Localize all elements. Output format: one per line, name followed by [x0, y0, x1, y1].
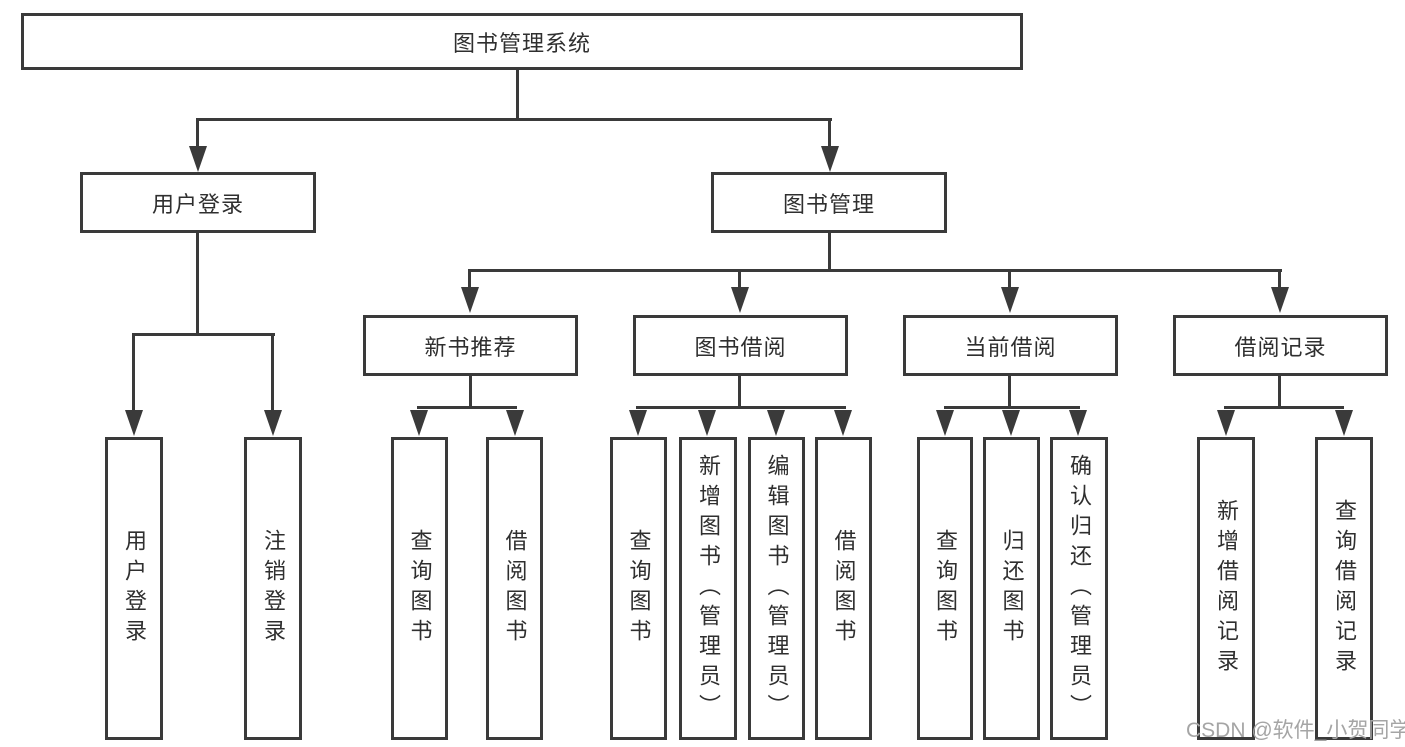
node-user-login-label: 用户登录	[151, 191, 244, 217]
leaf-bb-borrow-books-label: 借阅图书	[831, 528, 857, 649]
node-book-mgmt: 图书管理	[711, 172, 947, 233]
leaf-bb-query-books-label: 查询图书	[626, 528, 652, 649]
leaf-cb-query-books: 查询图书	[917, 437, 973, 740]
connector-userlogin-rail	[132, 333, 275, 336]
leaf-br-add-record: 新增借阅记录	[1197, 437, 1255, 740]
arrowhead-leaf-bb-query	[629, 410, 647, 436]
leaf-bb-add-books-admin-label: 新增图书（管理员）	[696, 453, 721, 724]
leaf-cb-query-books-label: 查询图书	[933, 528, 958, 649]
arrowhead-leaf-user-login	[125, 410, 143, 436]
arrowhead-leaf-logout	[264, 410, 282, 436]
connector-drop-current-borrow	[1008, 272, 1011, 289]
node-borrow-record-label: 借阅记录	[1234, 334, 1327, 360]
connector-root-rail	[196, 118, 832, 121]
leaf-user-login: 用户登录	[105, 437, 163, 740]
arrowhead-leaf-bb-edit	[767, 410, 785, 436]
leaf-cb-confirm-return-admin-label: 确认归还（管理员）	[1067, 453, 1092, 724]
watermark-text: CSDN @软件_小贺同学	[1186, 719, 1405, 742]
arrowhead-leaf-nb-borrow	[506, 410, 524, 436]
leaf-br-query-record-label: 查询借阅记录	[1332, 498, 1357, 679]
connector-drop-borrow-record	[1278, 272, 1281, 289]
arrowhead-leaf-bb-borrow	[834, 410, 852, 436]
connector-newbook-stem	[469, 376, 472, 409]
leaf-br-query-record: 查询借阅记录	[1315, 437, 1373, 740]
leaf-nb-query-books: 查询图书	[391, 437, 448, 740]
connector-root-drop-right	[828, 121, 831, 148]
leaf-logout-label: 注销登录	[261, 528, 286, 649]
connector-userlogin-stem	[196, 233, 199, 335]
connector-newbook-rail	[417, 406, 517, 409]
connector-root-stem	[516, 70, 519, 120]
connector-drop-new-book	[468, 272, 471, 289]
arrowhead-current-borrow	[1001, 287, 1019, 313]
connector-bookmgmt-stem	[828, 233, 831, 272]
arrowhead-leaf-br-add	[1217, 410, 1235, 436]
arrowhead-book-mgmt	[821, 146, 839, 172]
connector-userlogin-drop-right	[271, 336, 274, 412]
connector-userlogin-drop-left	[132, 336, 135, 412]
connector-currentborrow-rail	[944, 406, 1080, 409]
connector-bookmgmt-rail	[468, 269, 1282, 272]
node-root-label: 图书管理系统	[452, 30, 591, 56]
leaf-bb-edit-books-admin: 编辑图书（管理员）	[748, 437, 805, 740]
node-current-borrow-label: 当前借阅	[964, 334, 1057, 360]
connector-currentborrow-stem	[1008, 376, 1011, 409]
node-new-book: 新书推荐	[363, 315, 578, 376]
node-new-book-label: 新书推荐	[424, 334, 517, 360]
node-root: 图书管理系统	[21, 13, 1023, 70]
arrowhead-leaf-cb-confirm	[1069, 410, 1087, 436]
node-current-borrow: 当前借阅	[903, 315, 1118, 376]
arrowhead-borrow-record	[1271, 287, 1289, 313]
leaf-bb-add-books-admin: 新增图书（管理员）	[679, 437, 737, 740]
arrowhead-leaf-cb-query	[936, 410, 954, 436]
leaf-cb-confirm-return-admin: 确认归还（管理员）	[1050, 437, 1108, 740]
leaf-nb-query-books-label: 查询图书	[407, 528, 433, 649]
leaf-user-login-label: 用户登录	[122, 528, 147, 649]
leaf-bb-borrow-books: 借阅图书	[815, 437, 872, 740]
arrowhead-user-login	[189, 146, 207, 172]
leaf-nb-borrow-books-label: 借阅图书	[502, 528, 528, 649]
leaf-logout: 注销登录	[244, 437, 302, 740]
connector-bookborrow-rail	[636, 406, 846, 409]
leaf-nb-borrow-books: 借阅图书	[486, 437, 543, 740]
leaf-bb-query-books: 查询图书	[610, 437, 667, 740]
arrowhead-leaf-bb-add	[698, 410, 716, 436]
leaf-br-add-record-label: 新增借阅记录	[1214, 498, 1239, 679]
connector-bookborrow-stem	[738, 376, 741, 409]
node-book-borrow-label: 图书借阅	[694, 334, 787, 360]
arrowhead-leaf-cb-return	[1002, 410, 1020, 436]
node-book-mgmt-label: 图书管理	[782, 191, 875, 217]
connector-drop-book-borrow	[738, 272, 741, 289]
leaf-cb-return-books-label: 归还图书	[999, 528, 1025, 649]
arrowhead-new-book	[461, 287, 479, 313]
connector-root-drop-left	[196, 121, 199, 148]
node-user-login: 用户登录	[80, 172, 316, 233]
arrowhead-leaf-br-query	[1335, 410, 1353, 436]
leaf-bb-edit-books-admin-label: 编辑图书（管理员）	[764, 453, 790, 724]
leaf-cb-return-books: 归还图书	[983, 437, 1040, 740]
connector-borrowrecord-rail	[1224, 406, 1344, 409]
connector-borrowrecord-stem	[1278, 376, 1281, 409]
node-borrow-record: 借阅记录	[1173, 315, 1388, 376]
arrowhead-book-borrow	[731, 287, 749, 313]
node-book-borrow: 图书借阅	[633, 315, 848, 376]
arrowhead-leaf-nb-query	[410, 410, 428, 436]
